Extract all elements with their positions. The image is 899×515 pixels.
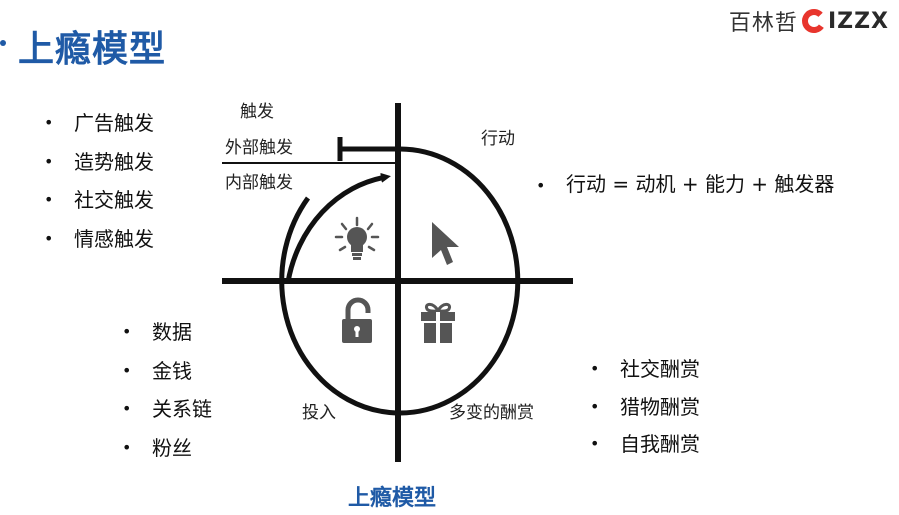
investment-list: 数据 金钱 关系链 粉丝 bbox=[122, 320, 212, 474]
list-item: 社交酬赏 bbox=[590, 357, 700, 395]
external-trigger-label: 外部触发 bbox=[225, 138, 293, 158]
lightbulb-icon bbox=[334, 216, 380, 260]
list-item: 猎物酬赏 bbox=[590, 395, 700, 433]
action-formula: • 行动 = 动机 + 能力 + 触发器 bbox=[536, 168, 834, 197]
list-item: 自我酬赏 bbox=[590, 432, 700, 470]
logo-ring-icon bbox=[801, 9, 826, 33]
list-item: 金钱 bbox=[122, 359, 212, 398]
logo-text-cn: 百林哲 bbox=[728, 11, 798, 36]
cursor-icon bbox=[432, 222, 459, 265]
investment-label: 投入 bbox=[302, 403, 336, 423]
list-item: 情感触发 bbox=[44, 227, 154, 266]
bullet-dot: • bbox=[536, 176, 546, 195]
internal-trigger-label: 内部触发 bbox=[225, 173, 293, 193]
list-item: 社交触发 bbox=[44, 188, 154, 227]
list-item: 广告触发 bbox=[44, 111, 154, 150]
gift-icon bbox=[421, 302, 455, 343]
action-formula-text: 行动 = 动机 + 能力 + 触发器 bbox=[566, 172, 835, 196]
diagram-caption: 上瘾模型 bbox=[348, 486, 437, 511]
action-label: 行动 bbox=[481, 129, 515, 149]
lock-icon bbox=[342, 297, 372, 343]
list-item: 数据 bbox=[122, 320, 212, 359]
page-title: 上瘾模型 bbox=[18, 29, 167, 70]
list-item: 造势触发 bbox=[44, 150, 154, 189]
title-accent-dot bbox=[0, 40, 6, 46]
trigger-label: 触发 bbox=[240, 102, 274, 122]
reward-label: 多变的酬赏 bbox=[449, 403, 534, 423]
reward-list: 社交酬赏 猎物酬赏 自我酬赏 bbox=[590, 357, 700, 470]
hook-cycle-ring bbox=[279, 146, 521, 416]
internal-trigger-arrow bbox=[285, 172, 391, 283]
list-item: 粉丝 bbox=[122, 436, 212, 475]
brand-logo: 百林哲 IZZX bbox=[729, 4, 889, 38]
trigger-types-list: 广告触发 造势触发 社交触发 情感触发 bbox=[44, 111, 154, 265]
list-item: 关系链 bbox=[122, 397, 212, 436]
logo-text-en: IZZX bbox=[827, 8, 889, 34]
